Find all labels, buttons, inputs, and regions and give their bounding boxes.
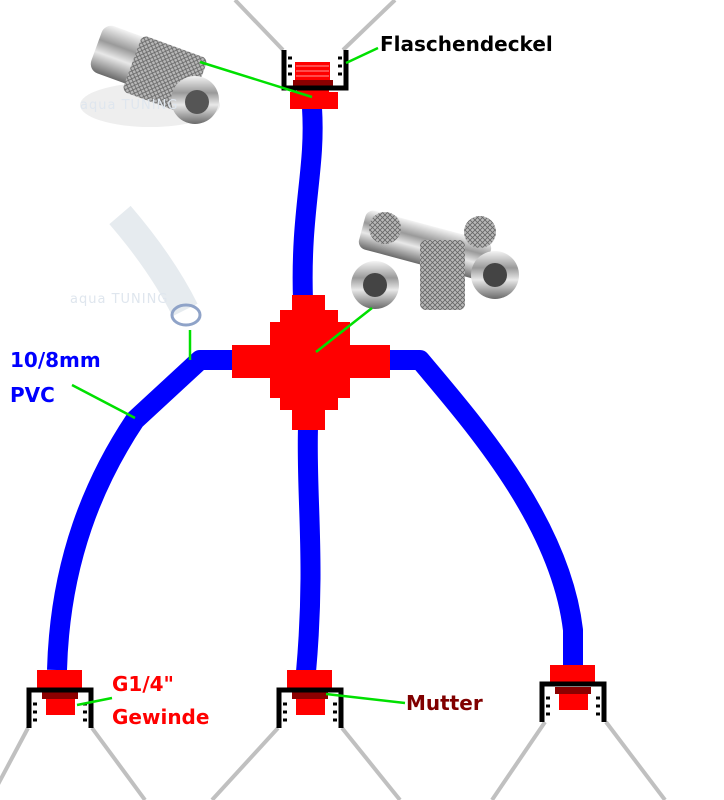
- watermark-2: aqua TUNING: [70, 292, 168, 307]
- watermark-text: aqua: [80, 98, 117, 113]
- pvc-tubes: [47, 107, 583, 673]
- photo-pvc-tube: [109, 205, 202, 327]
- watermark-text: TUNING: [121, 98, 179, 113]
- label-thread: Gewinde: [112, 705, 210, 729]
- photo-screw-fitting: [80, 25, 220, 127]
- top-bottle: [233, 0, 397, 52]
- bottom-bottles: [0, 720, 667, 800]
- cross-fitting: [232, 295, 390, 430]
- photo-t-fitting: [351, 210, 519, 310]
- watermark-text: aqua: [70, 292, 107, 307]
- watermark-1: aqua TUNING: [80, 98, 178, 113]
- bottom-fitting-left: [37, 670, 82, 715]
- label-bottle-cap: Flaschendeckel: [380, 32, 553, 56]
- label-tube-size: 10/8mm: [10, 348, 101, 372]
- leader-lines: [71, 46, 406, 707]
- label-nut: Mutter: [406, 691, 483, 715]
- label-thread-size: G1/4": [112, 672, 174, 696]
- watermark-text: TUNING: [111, 292, 169, 307]
- bottom-fitting-right: [550, 665, 595, 710]
- bottom-fitting-middle: [287, 670, 332, 715]
- label-tube-material: PVC: [10, 383, 55, 407]
